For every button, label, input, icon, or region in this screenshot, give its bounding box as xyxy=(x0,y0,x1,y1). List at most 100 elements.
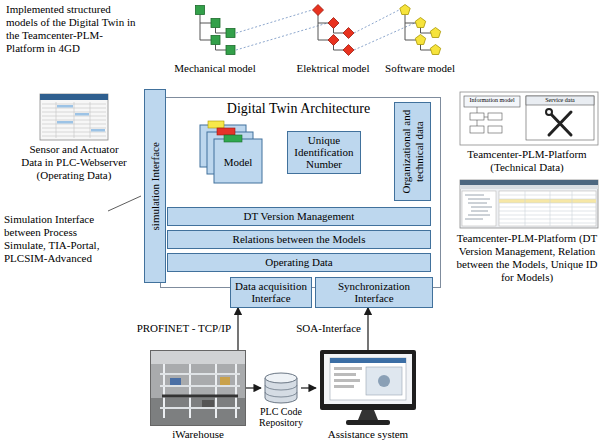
panel-header xyxy=(526,96,594,105)
table-pane xyxy=(499,191,596,226)
app-field xyxy=(334,385,354,388)
text-wrap: Relations between the Models xyxy=(233,233,366,245)
band-text: Unique Identification Number xyxy=(290,134,358,171)
caption-wrap: Assistance system xyxy=(316,428,420,440)
table-grid xyxy=(42,102,106,138)
screen-frame xyxy=(460,180,598,228)
mechanical-tree xyxy=(196,6,236,55)
text-wrap: Organizational and technical data xyxy=(400,105,425,198)
use-shape xyxy=(211,36,220,45)
use-shape xyxy=(343,28,354,39)
use-shape xyxy=(200,15,226,51)
database-cylinder-drawing xyxy=(261,372,301,404)
tool-icon xyxy=(546,109,552,115)
computer-monitor-drawing xyxy=(316,350,420,426)
layer-band: Data acquisition Interface xyxy=(230,277,312,308)
model-card xyxy=(214,139,262,183)
use-shape xyxy=(415,35,425,45)
text-wrap: Synchronization Interface xyxy=(318,280,430,305)
use-shape xyxy=(405,15,431,51)
title-wrap: Digital Twin Architecture xyxy=(211,101,386,118)
annotation: Implemented structured models of the Dig… xyxy=(6,3,138,55)
use-shape xyxy=(343,45,354,56)
vertical-band: Organizational and technical data xyxy=(394,102,431,201)
table-grid xyxy=(499,191,596,226)
use-shape xyxy=(226,29,235,38)
annotation: Elektrical model xyxy=(283,62,383,75)
tree-box xyxy=(488,126,502,133)
box-item xyxy=(220,377,230,385)
layer-band: DT Version Management xyxy=(167,207,431,226)
layer-band: Operating Data xyxy=(167,253,431,272)
toolbar xyxy=(460,185,598,189)
photo-ceiling xyxy=(150,350,246,364)
warehouse-photo-drawing xyxy=(150,350,246,426)
band-text: Operating Data xyxy=(265,256,333,268)
model-stack: Model xyxy=(198,119,264,185)
computer-monitor: Assistance system xyxy=(316,350,420,442)
teamcenter-screenshot xyxy=(460,92,598,145)
conveyor xyxy=(162,395,238,398)
screen-frame xyxy=(40,94,108,140)
band-text: Synchronization Interface xyxy=(318,280,430,305)
use-shape xyxy=(328,35,339,46)
model-tab xyxy=(208,121,224,128)
annotation: Service data xyxy=(527,97,593,104)
text-wrap: Operating Data xyxy=(265,256,333,268)
use-shape xyxy=(400,5,410,15)
rack-shelf xyxy=(160,374,240,408)
annotation: Teamcenter-PLM-Platform (DT Version Mana… xyxy=(452,232,602,284)
service-panel xyxy=(526,96,594,140)
annotation: Teamcenter-PLM-Platform (Technical Data) xyxy=(452,148,602,174)
dashed-link xyxy=(236,23,328,50)
teamcenter-screenshot xyxy=(460,180,598,228)
use-shape xyxy=(328,18,339,29)
model-tab xyxy=(217,128,235,135)
table-cell xyxy=(57,105,73,108)
annotation: Simulation Interface between Process Sim… xyxy=(4,213,116,265)
annotation: Information model xyxy=(465,97,519,104)
selected-row xyxy=(499,199,596,203)
tree-box xyxy=(470,126,484,133)
connector xyxy=(367,308,368,351)
header-bar xyxy=(40,94,108,100)
use-shape xyxy=(430,28,440,38)
connector xyxy=(301,387,316,388)
cylinder-top xyxy=(265,373,297,383)
model-text: Model xyxy=(224,156,253,168)
screen-frame xyxy=(460,92,598,145)
photo-wall xyxy=(150,350,246,426)
tree-pane xyxy=(462,191,496,226)
app-title-bar xyxy=(330,358,406,363)
app-field xyxy=(334,367,362,370)
text-wrap: simulation Interface xyxy=(149,92,162,280)
info-box xyxy=(464,96,520,107)
box-item xyxy=(170,378,181,385)
layer-band: Relations between the Models xyxy=(167,230,431,249)
software-tree xyxy=(400,5,441,55)
caption-wrap: iWarehouse xyxy=(150,428,246,440)
use-shape xyxy=(196,6,205,15)
app-model-icon xyxy=(378,375,390,387)
tree-box xyxy=(470,113,484,120)
model-tab xyxy=(224,135,242,142)
text-wrap: Data acquisition Interface xyxy=(233,280,309,305)
architecture-title: Digital Twin Architecture xyxy=(211,101,386,118)
caption: PLC Code Repository xyxy=(254,406,308,428)
annotation: Mechanical model xyxy=(165,62,265,75)
connector-label: PROFINET - TCP/IP xyxy=(135,322,233,335)
dashed-link xyxy=(354,10,399,33)
use-shape xyxy=(415,18,425,28)
title-bar xyxy=(460,180,598,185)
band-text: DT Version Management xyxy=(244,210,355,222)
monitor-screen xyxy=(324,354,412,404)
monitor-base xyxy=(346,420,390,425)
app-field xyxy=(334,379,360,382)
connector xyxy=(237,308,238,351)
layer-band: Unique Identification Number xyxy=(287,131,361,174)
layer-band: Synchronization Interface xyxy=(315,277,433,308)
app-field xyxy=(334,373,356,376)
rack-post xyxy=(164,364,236,418)
use-shape xyxy=(226,46,235,55)
